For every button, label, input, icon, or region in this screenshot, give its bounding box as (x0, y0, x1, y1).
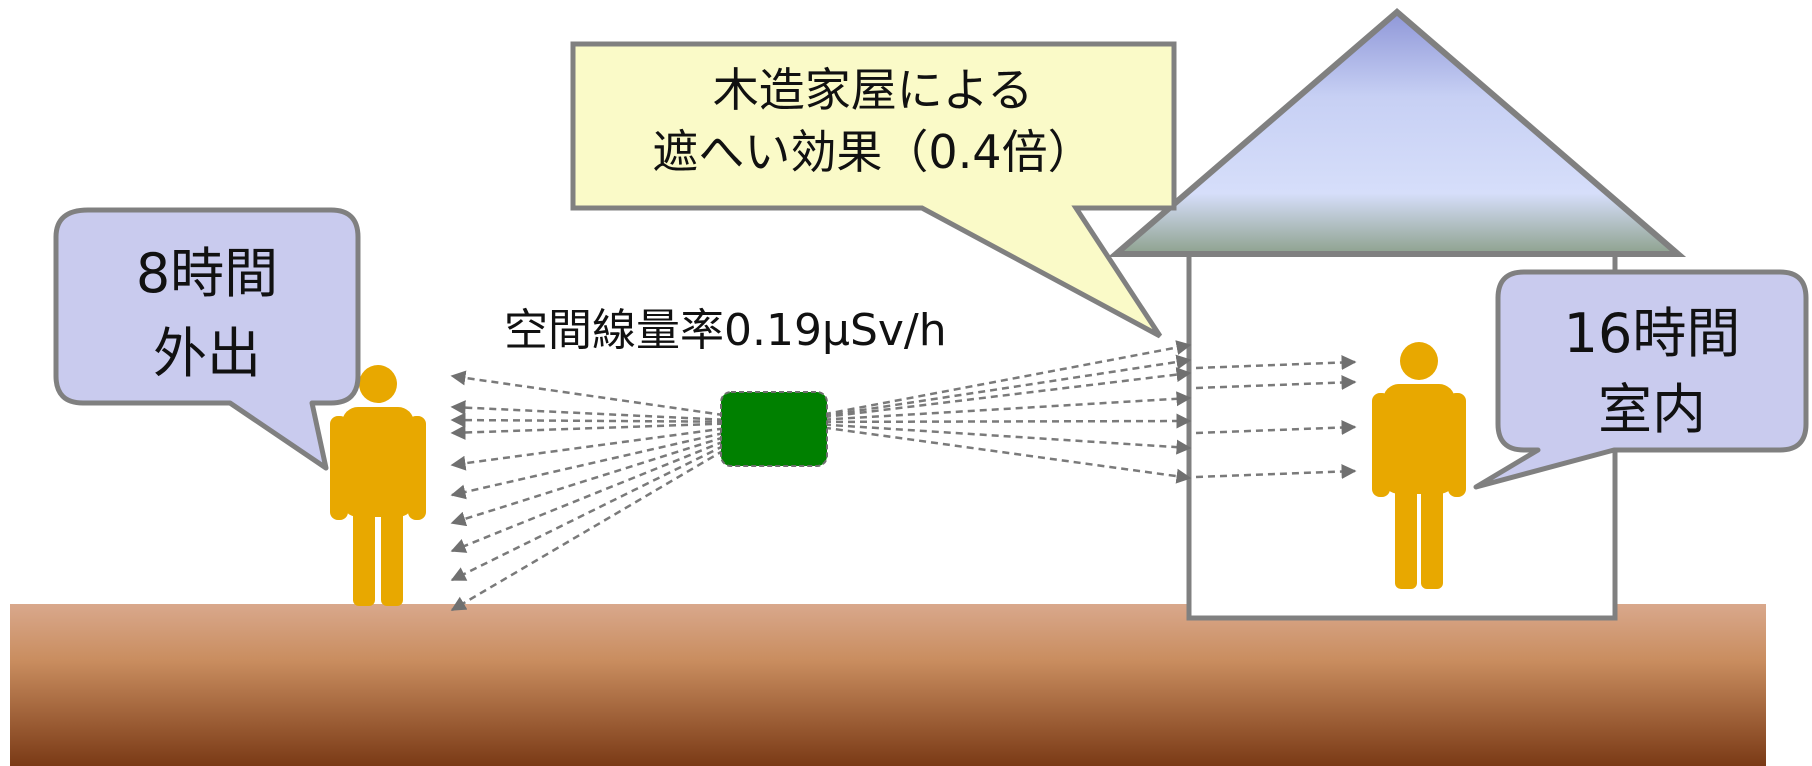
radiation-arrow (450, 449, 725, 612)
radiation-arrow (450, 422, 725, 441)
house-roof (1107, 8, 1687, 257)
radiation-arrow (823, 354, 1192, 418)
radiation-arrow (450, 412, 725, 428)
radiation-arrow (823, 423, 1192, 455)
dose-rate-label: 空間線量率0.19μSv/h (504, 305, 947, 356)
radiation-arrow (450, 370, 725, 417)
radiation-arrow (450, 435, 725, 527)
radiation-arrow (823, 340, 1192, 416)
outdoor-callout: 8時間 外出 (53, 207, 361, 471)
radiation-arrow (823, 413, 1192, 429)
shielding-callout-line2: 遮へい効果（0.4倍） (652, 125, 1093, 179)
radiation-arrow (450, 431, 725, 500)
radiation-arrow (450, 400, 725, 421)
radiation-rays (450, 340, 1357, 612)
indoor-callout: 16時間 室内 (1473, 269, 1809, 490)
radiation-arrow (823, 391, 1192, 421)
indoor-person-icon (1372, 342, 1466, 589)
radiation-arrow (450, 427, 725, 471)
radiation-arrow (823, 367, 1192, 419)
radiation-arrow (1195, 464, 1357, 480)
shielding-callout: 木造家屋による 遮へい効果（0.4倍） (570, 41, 1177, 339)
radiation-arrow (823, 426, 1192, 484)
outdoor-callout-line1: 8時間 (136, 242, 278, 305)
radiation-arrow (1195, 420, 1357, 436)
outdoor-person-icon (330, 365, 426, 606)
outdoor-callout-line2: 外出 (153, 322, 261, 385)
radiation-arrow (450, 444, 725, 582)
radiation-source (720, 391, 828, 467)
radiation-arrow (1195, 355, 1357, 371)
indoor-callout-line2: 室内 (1598, 378, 1706, 441)
indoor-callout-line1: 16時間 (1564, 302, 1741, 365)
ground (10, 604, 1766, 766)
radiation-arrow (450, 440, 725, 553)
radiation-arrow (1195, 375, 1357, 391)
shielding-callout-line1: 木造家屋による (713, 63, 1034, 117)
